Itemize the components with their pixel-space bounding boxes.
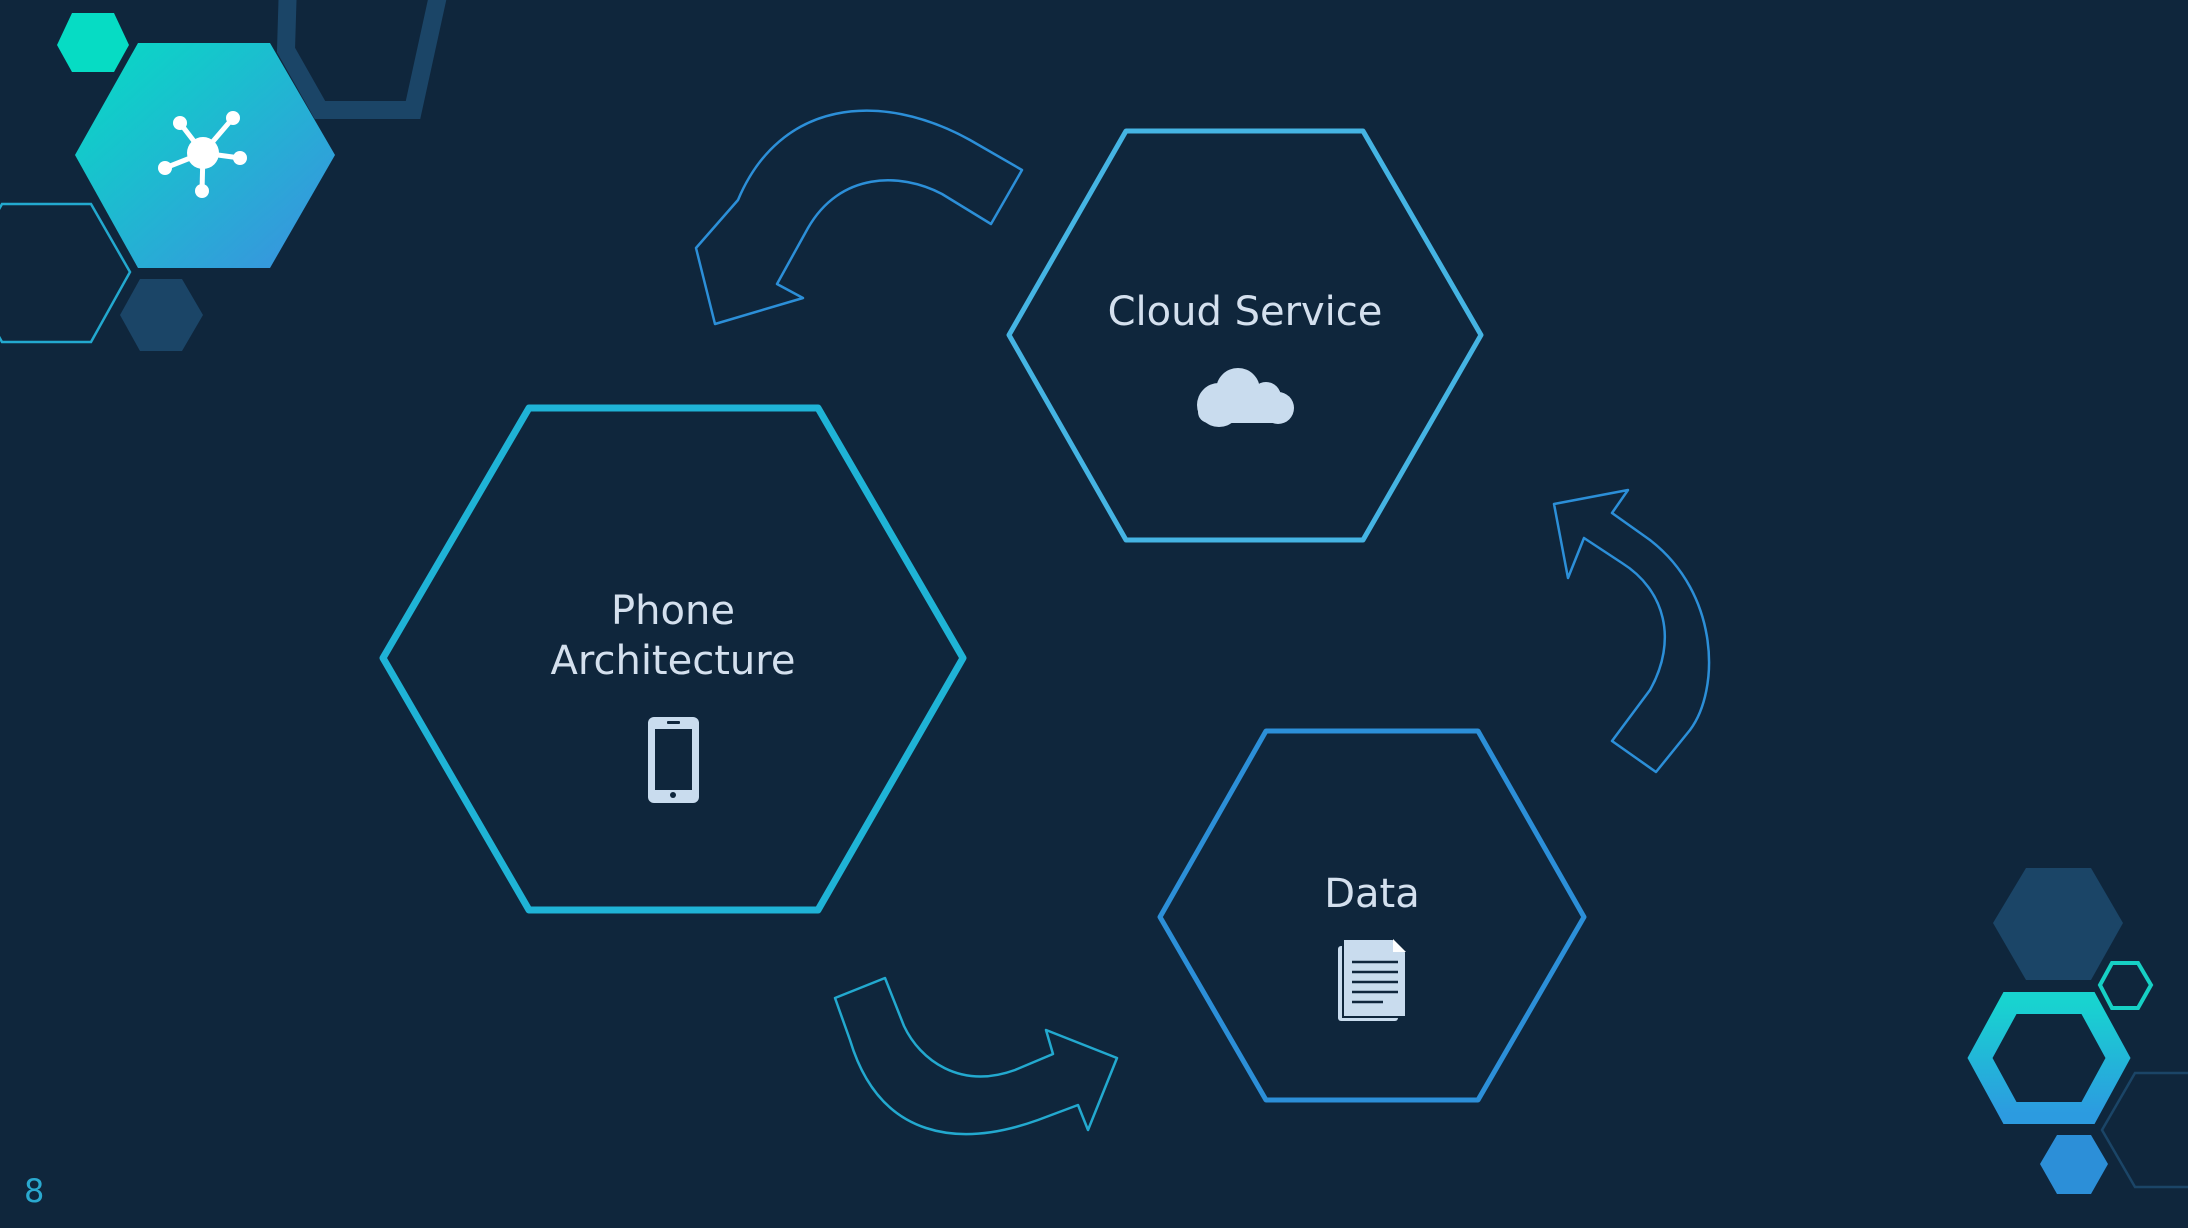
decor-hexagon [120, 279, 203, 351]
page-number: 8 [24, 1172, 44, 1210]
decor-hexagon-outline [276, 0, 447, 119]
arrow-data-to-cloud [1552, 488, 1711, 774]
curved-arrow-icon [1552, 488, 1711, 774]
node-label: Phone [611, 588, 735, 634]
decor-bottom-right [1967, 868, 2188, 1194]
node-phone-architecture: Phone Architecture [379, 404, 967, 914]
node-hexagon [1157, 728, 1587, 1103]
decor-hexagon [57, 13, 129, 72]
network-hub-icon [158, 111, 247, 198]
node-cloud-service: Cloud Service [1006, 128, 1484, 543]
decor-hexagon-outline [2097, 961, 2154, 1010]
phone-icon [648, 717, 699, 803]
curved-arrow-icon [833, 976, 1119, 1136]
decor-hexagon-outline [2100, 1071, 2188, 1189]
node-data: Data [1157, 728, 1587, 1103]
node-hexagon [379, 404, 967, 914]
decor-hexagon-outline [0, 202, 132, 344]
arrow-cloud-to-phone [694, 109, 1024, 326]
decor-hexagon-ring [1967, 992, 2131, 1124]
node-label: Cloud Service [1108, 289, 1383, 335]
document-icon [1338, 938, 1407, 1021]
node-hexagon [1006, 128, 1484, 543]
decor-hexagon [1993, 868, 2123, 980]
cloud-icon [1197, 368, 1294, 427]
node-label: Data [1324, 871, 1420, 917]
decor-top-left [0, 0, 447, 351]
node-label: Architecture [551, 638, 796, 684]
decor-hexagon [2040, 1135, 2108, 1194]
arrow-phone-to-data [833, 976, 1119, 1136]
curved-arrow-icon [694, 109, 1024, 326]
network-badge [75, 43, 335, 268]
